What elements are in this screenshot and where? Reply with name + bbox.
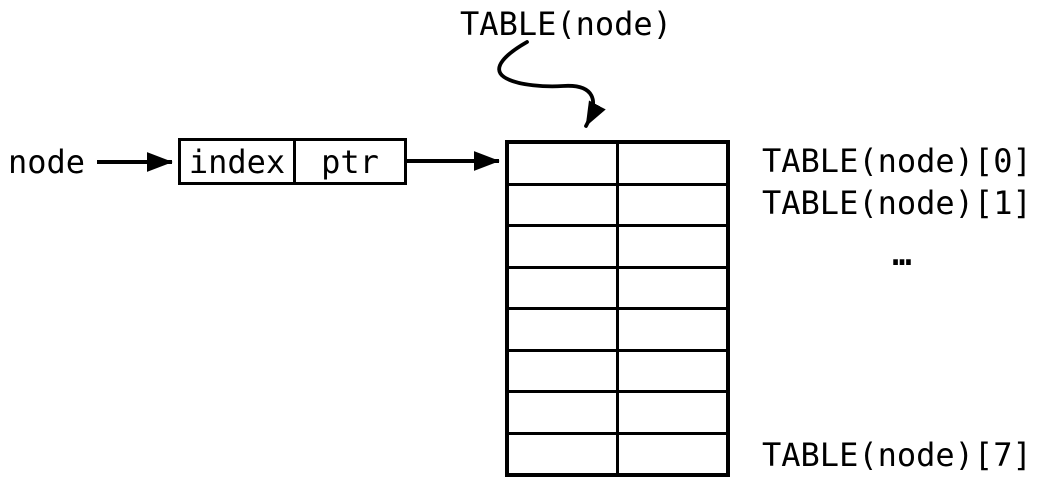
table-cell: [619, 185, 726, 224]
table-cell: [619, 227, 726, 266]
row-label-7: TABLE(node)[7]: [762, 436, 1032, 474]
curved-pointer-arrow: [497, 40, 606, 128]
table-cell: [509, 434, 616, 473]
row-label-0: TABLE(node)[0]: [762, 142, 1032, 180]
row-label-1: TABLE(node)[1]: [762, 184, 1032, 222]
struct-field-ptr: ptr: [321, 142, 379, 181]
table-cell: [509, 144, 616, 183]
hash-table: [505, 140, 730, 477]
table-cell: [619, 434, 726, 473]
table-cell: [619, 310, 726, 349]
table-cell: [509, 393, 616, 432]
table-cell: [509, 310, 616, 349]
table-cell: [509, 185, 616, 224]
table-cell: [619, 393, 726, 432]
node-label: node: [8, 143, 86, 181]
node-struct-box: index ptr: [178, 138, 407, 185]
ellipsis-label: …: [892, 235, 912, 273]
table-cell: [509, 227, 616, 266]
struct-field-index: index: [181, 141, 296, 182]
table-cell: [619, 144, 726, 183]
table-pointer-label: TABLE(node): [460, 5, 672, 43]
table-cell: [509, 268, 616, 307]
table-cell: [509, 351, 616, 390]
table-cell: [619, 268, 726, 307]
table-cell: [619, 351, 726, 390]
